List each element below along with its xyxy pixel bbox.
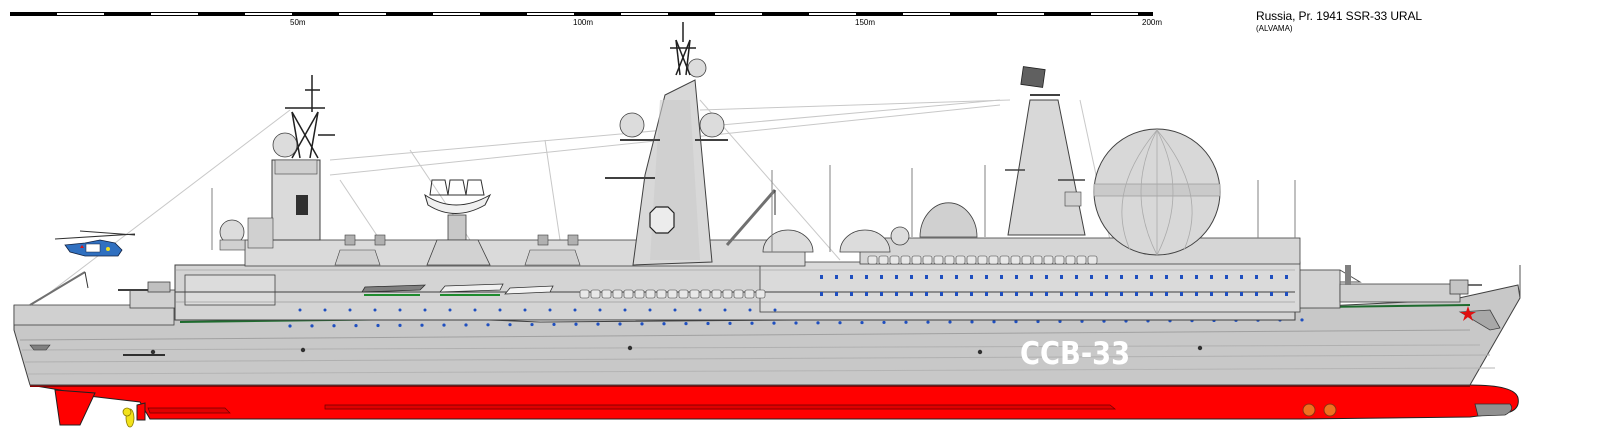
helicopter-icon [54,230,136,257]
bulbous-bow-sonar [1474,403,1513,417]
radar-antenna [1020,66,1046,88]
scale-bar-segments [10,12,1153,16]
scale-label-1: 100m [573,18,594,27]
midship-radome [919,202,978,238]
scale-label-0: 50m [290,18,306,27]
scale-bar [10,12,1153,16]
title-block: Russia, Pr. 1941 SSR-33 URAL (ALVAMA) [1256,10,1422,34]
main-tower-lattice [670,22,696,76]
hull-portholes [150,318,1304,355]
midship-crane [725,189,777,246]
lattice-mast [285,75,335,159]
bridge-tower [211,75,335,251]
gun-mounts [334,234,581,266]
bow-gun-mount [1449,279,1469,295]
aft-deck [13,271,176,326]
launch-1 [361,284,426,293]
boats [361,283,554,296]
bridge-window [296,195,308,215]
mast-radome-right [699,112,725,138]
skeg [54,389,96,426]
forward-radome [272,132,298,158]
satellite-dish-array [424,179,492,266]
drawing-author: (ALVAMA) [1256,24,1293,33]
launch-2 [439,283,504,293]
superstructure [174,237,1521,321]
rudder [136,402,146,421]
midship-equipment [725,165,986,253]
main-tower-mast [605,22,728,266]
antenna-drum-1 [762,229,814,253]
hull-number: CCB-33 [1020,336,1131,372]
aft-crane [29,271,86,306]
superstructure-windows [298,275,1288,312]
propeller-icon [122,407,135,428]
mast-top-radome [687,58,707,78]
scale-label-3: 200m [1142,18,1163,27]
aft-gun-mount [147,281,171,293]
liferaft-canisters [579,255,1098,299]
aft-mast [1005,66,1296,256]
red-star-icon [1460,306,1476,321]
scale-label-2: 150m [855,18,876,27]
bilge-keel [324,404,1116,410]
mast-radome-left [619,112,645,138]
antenna-drum-2 [839,229,891,253]
bow-thruster-1 [1302,403,1316,417]
workboat [504,285,554,295]
bow-thruster-2 [1323,403,1337,417]
forecastle-structure [1339,283,1461,303]
tower-octagon-window [649,206,675,234]
hull-underwater [29,384,1519,426]
drawing-title: Russia, Pr. 1941 SSR-33 URAL [1256,9,1422,23]
